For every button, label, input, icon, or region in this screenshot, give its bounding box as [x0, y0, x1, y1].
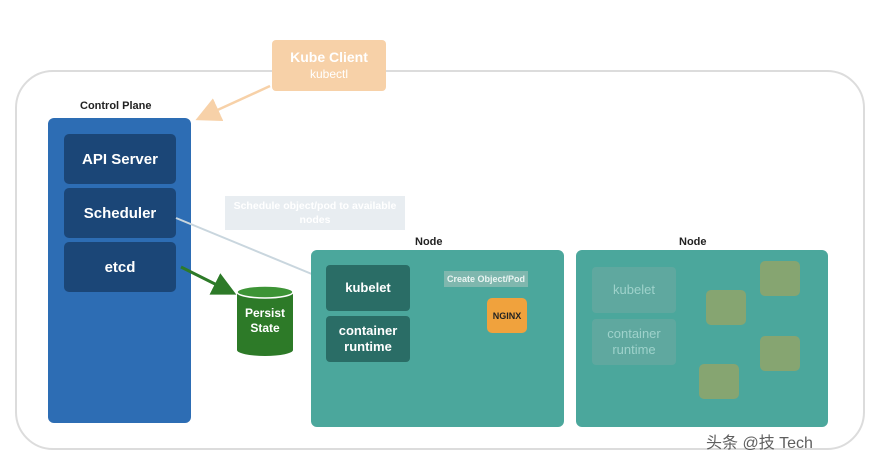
node2-container-runtime-box: container runtime [592, 319, 676, 365]
schedule-label-line1: Schedule object/pod to available [233, 200, 397, 212]
watermark: 头条 @技 Tech [706, 435, 813, 452]
node2-pod-2 [706, 290, 746, 325]
etcd-box: etcd [64, 242, 176, 292]
schedule-label-line2: nodes [299, 214, 331, 226]
persist-state-line2: State [250, 321, 280, 335]
persist-state-line1: Persist [244, 306, 286, 320]
etcd-to-persist-arrow [180, 265, 237, 295]
kube-client-subtitle: kubectl [309, 67, 349, 81]
kube-client-title: Kube Client [290, 49, 368, 65]
node2-runtime-line2: runtime [612, 342, 656, 357]
node2-pod-1 [760, 261, 800, 296]
api-server-box: API Server [64, 134, 176, 184]
node2-runtime-line1: container [607, 326, 661, 341]
node2-pod-4 [699, 364, 739, 399]
control-plane-label: Control Plane [80, 100, 152, 112]
node1-container-runtime-box: container runtime [326, 316, 410, 362]
nginx-pod: NGINX [487, 298, 527, 333]
node1-runtime-line1: container [338, 323, 398, 338]
node2: kubelet container runtime [576, 250, 828, 427]
scheduler-to-kubelet-line [175, 217, 337, 285]
node1-runtime-line2: runtime [344, 339, 392, 354]
client-to-api-arrow [195, 84, 271, 122]
create-pod-label: Create Object/Pod [444, 271, 528, 287]
persist-state-label: Persist State [237, 286, 293, 356]
schedule-label: Schedule object/pod to available nodes [225, 196, 405, 230]
scheduler-box: Scheduler [64, 188, 176, 238]
node2-pod-3 [760, 336, 800, 371]
node1-kubelet-box: kubelet [326, 265, 410, 311]
node2-label: Node [679, 236, 707, 248]
node2-kubelet-box: kubelet [592, 267, 676, 313]
kube-client-box: Kube Client kubectl [272, 40, 386, 91]
persist-state-cylinder [236, 285, 294, 356]
node1-label: Node [415, 236, 443, 248]
